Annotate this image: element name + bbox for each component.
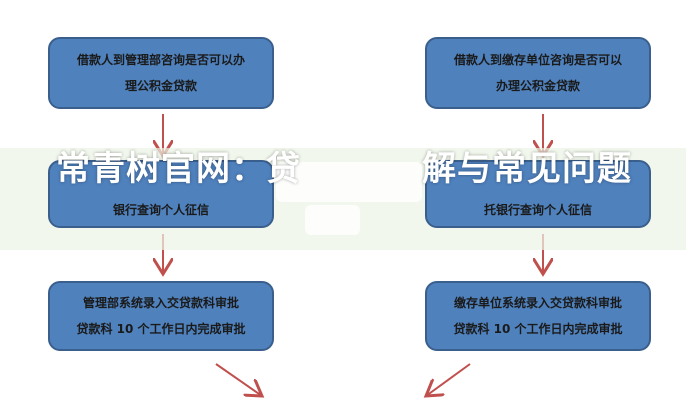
left-step1-box: 借款人到管理部咨询是否可以办 理公积金贷款 [48,37,274,109]
box-text: 贷款科 10 个工作日内完成审批 [453,322,623,336]
box-text: 借款人到缴存单位咨询是否可以 [453,53,622,67]
right-step2-box: 托银行查询个人征信 [425,160,651,228]
left-step3-box: 管理部系统录入交贷款科审批 贷款科 10 个工作日内完成审批 [48,281,274,351]
arrow-left-3 [215,363,262,396]
box-text: 托银行查询个人征信 [483,203,592,217]
box-text: 缴存单位系统录入交贷款科审批 [453,296,622,310]
left-step2-box: 银行查询个人征信 [48,160,274,228]
box-text: 贷款科 10 个工作日内完成审批 [76,322,246,336]
arrow-right-3 [426,363,471,396]
banner-title-part2: 解与常见问题 [422,149,632,189]
box-text: 管理部系统录入交贷款科审批 [82,296,239,310]
overlay-blob [305,205,360,235]
right-step3-box: 缴存单位系统录入交贷款科审批 贷款科 10 个工作日内完成审批 [425,281,651,351]
box-text: 理公积金贷款 [124,79,197,93]
box-text: 借款人到管理部咨询是否可以办 [76,53,245,67]
box-text: 银行查询个人征信 [112,203,209,217]
overlay-blob [276,162,422,202]
right-step1-box: 借款人到缴存单位咨询是否可以 办理公积金贷款 [425,37,651,109]
box-text: 办理公积金贷款 [495,79,580,93]
banner-title-part1: 常青树官网：贷 [56,149,301,189]
